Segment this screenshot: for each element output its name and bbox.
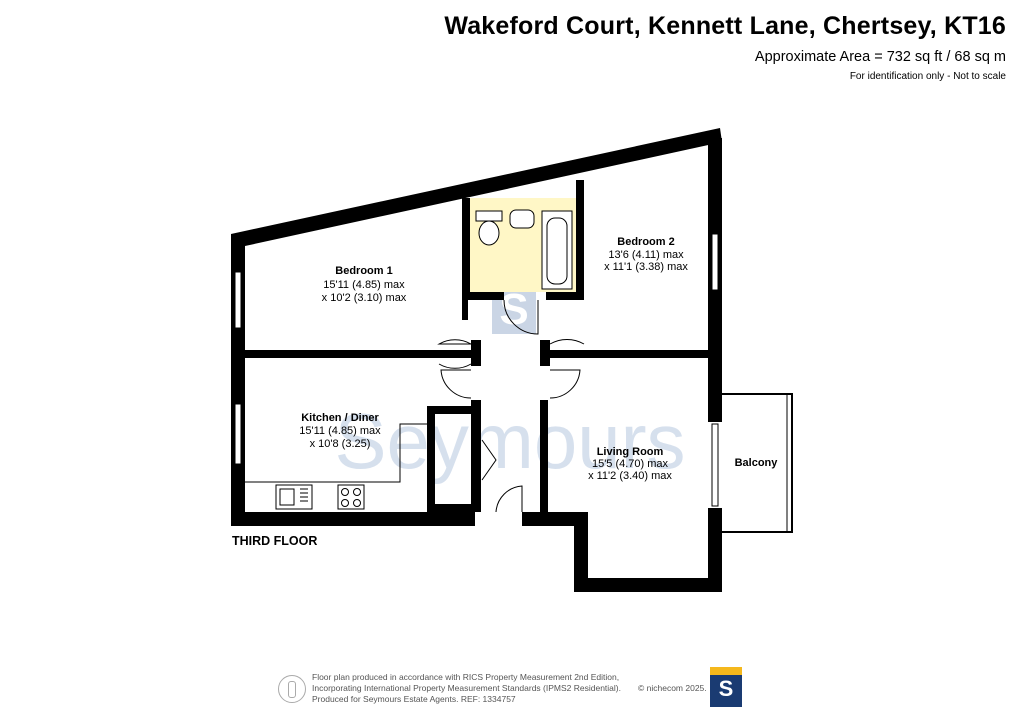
svg-text:S: S — [499, 285, 528, 334]
room-label-bedroom-2: Bedroom 2 13'6 (4.11) max x 11'1 (3.38) … — [604, 236, 688, 273]
seymours-logo: S — [710, 667, 742, 707]
floor-level-label: THIRD FLOOR — [232, 534, 318, 548]
balcony-name: Balcony — [735, 457, 779, 469]
kitchen-dim1: 15'11 (4.85) max — [299, 425, 381, 437]
room-label-bedroom-1: Bedroom 1 15'11 (4.85) max x 10'2 (3.10)… — [322, 265, 407, 304]
scale-disclaimer: For identification only - Not to scale — [849, 71, 1006, 82]
bedroom-1-dim1: 15'11 (4.85) max — [323, 279, 405, 291]
door-swings — [437, 299, 719, 513]
footer-line-3: Produced for Seymours Estate Agents. REF… — [312, 694, 516, 704]
footer-disclaimer: Floor plan produced in accordance with R… — [312, 672, 621, 705]
logo-yellow-bar — [710, 667, 742, 675]
room-label-kitchen: Kitchen / Diner 15'11 (4.85) max x 10'8 … — [299, 412, 381, 450]
property-address-title: Wakeford Court, Kennett Lane, Chertsey, … — [444, 12, 1006, 40]
balcony-outline — [722, 393, 793, 533]
copyright-text: © nichecom 2025. — [638, 683, 707, 693]
approximate-area: Approximate Area = 732 sq ft / 68 sq m — [754, 49, 1006, 65]
footer-line-1: Floor plan produced in accordance with R… — [312, 672, 620, 682]
room-label-living-room: Living Room 15'5 (4.70) max x 11'2 (3.40… — [588, 446, 672, 482]
bedroom-2-name: Bedroom 2 — [617, 236, 674, 248]
kitchen-name: Kitchen / Diner — [301, 412, 379, 424]
living-room-dim1: 15'5 (4.70) max — [592, 458, 669, 470]
bedroom-1-dim2: x 10'2 (3.10) max — [322, 292, 407, 304]
kitchen-counter — [245, 423, 427, 510]
logo-letter: S — [718, 676, 734, 701]
bedroom-2-dim2: x 11'1 (3.38) max — [604, 261, 688, 273]
living-room-name: Living Room — [597, 446, 664, 458]
rics-badge-icon — [278, 675, 306, 703]
kitchen-dim2: x 10'8 (3.25) — [310, 438, 371, 450]
footer-line-2: Incorporating International Property Mea… — [312, 683, 621, 693]
bathroom-fixtures — [475, 209, 573, 290]
living-room-dim2: x 11'2 (3.40) max — [588, 470, 672, 482]
bedroom-1-name: Bedroom 1 — [335, 265, 392, 277]
watermark-text: Seymours — [334, 397, 685, 485]
walls — [231, 128, 722, 592]
bedroom-2-dim1: 13'6 (4.11) max — [608, 249, 684, 261]
windows — [234, 233, 719, 507]
